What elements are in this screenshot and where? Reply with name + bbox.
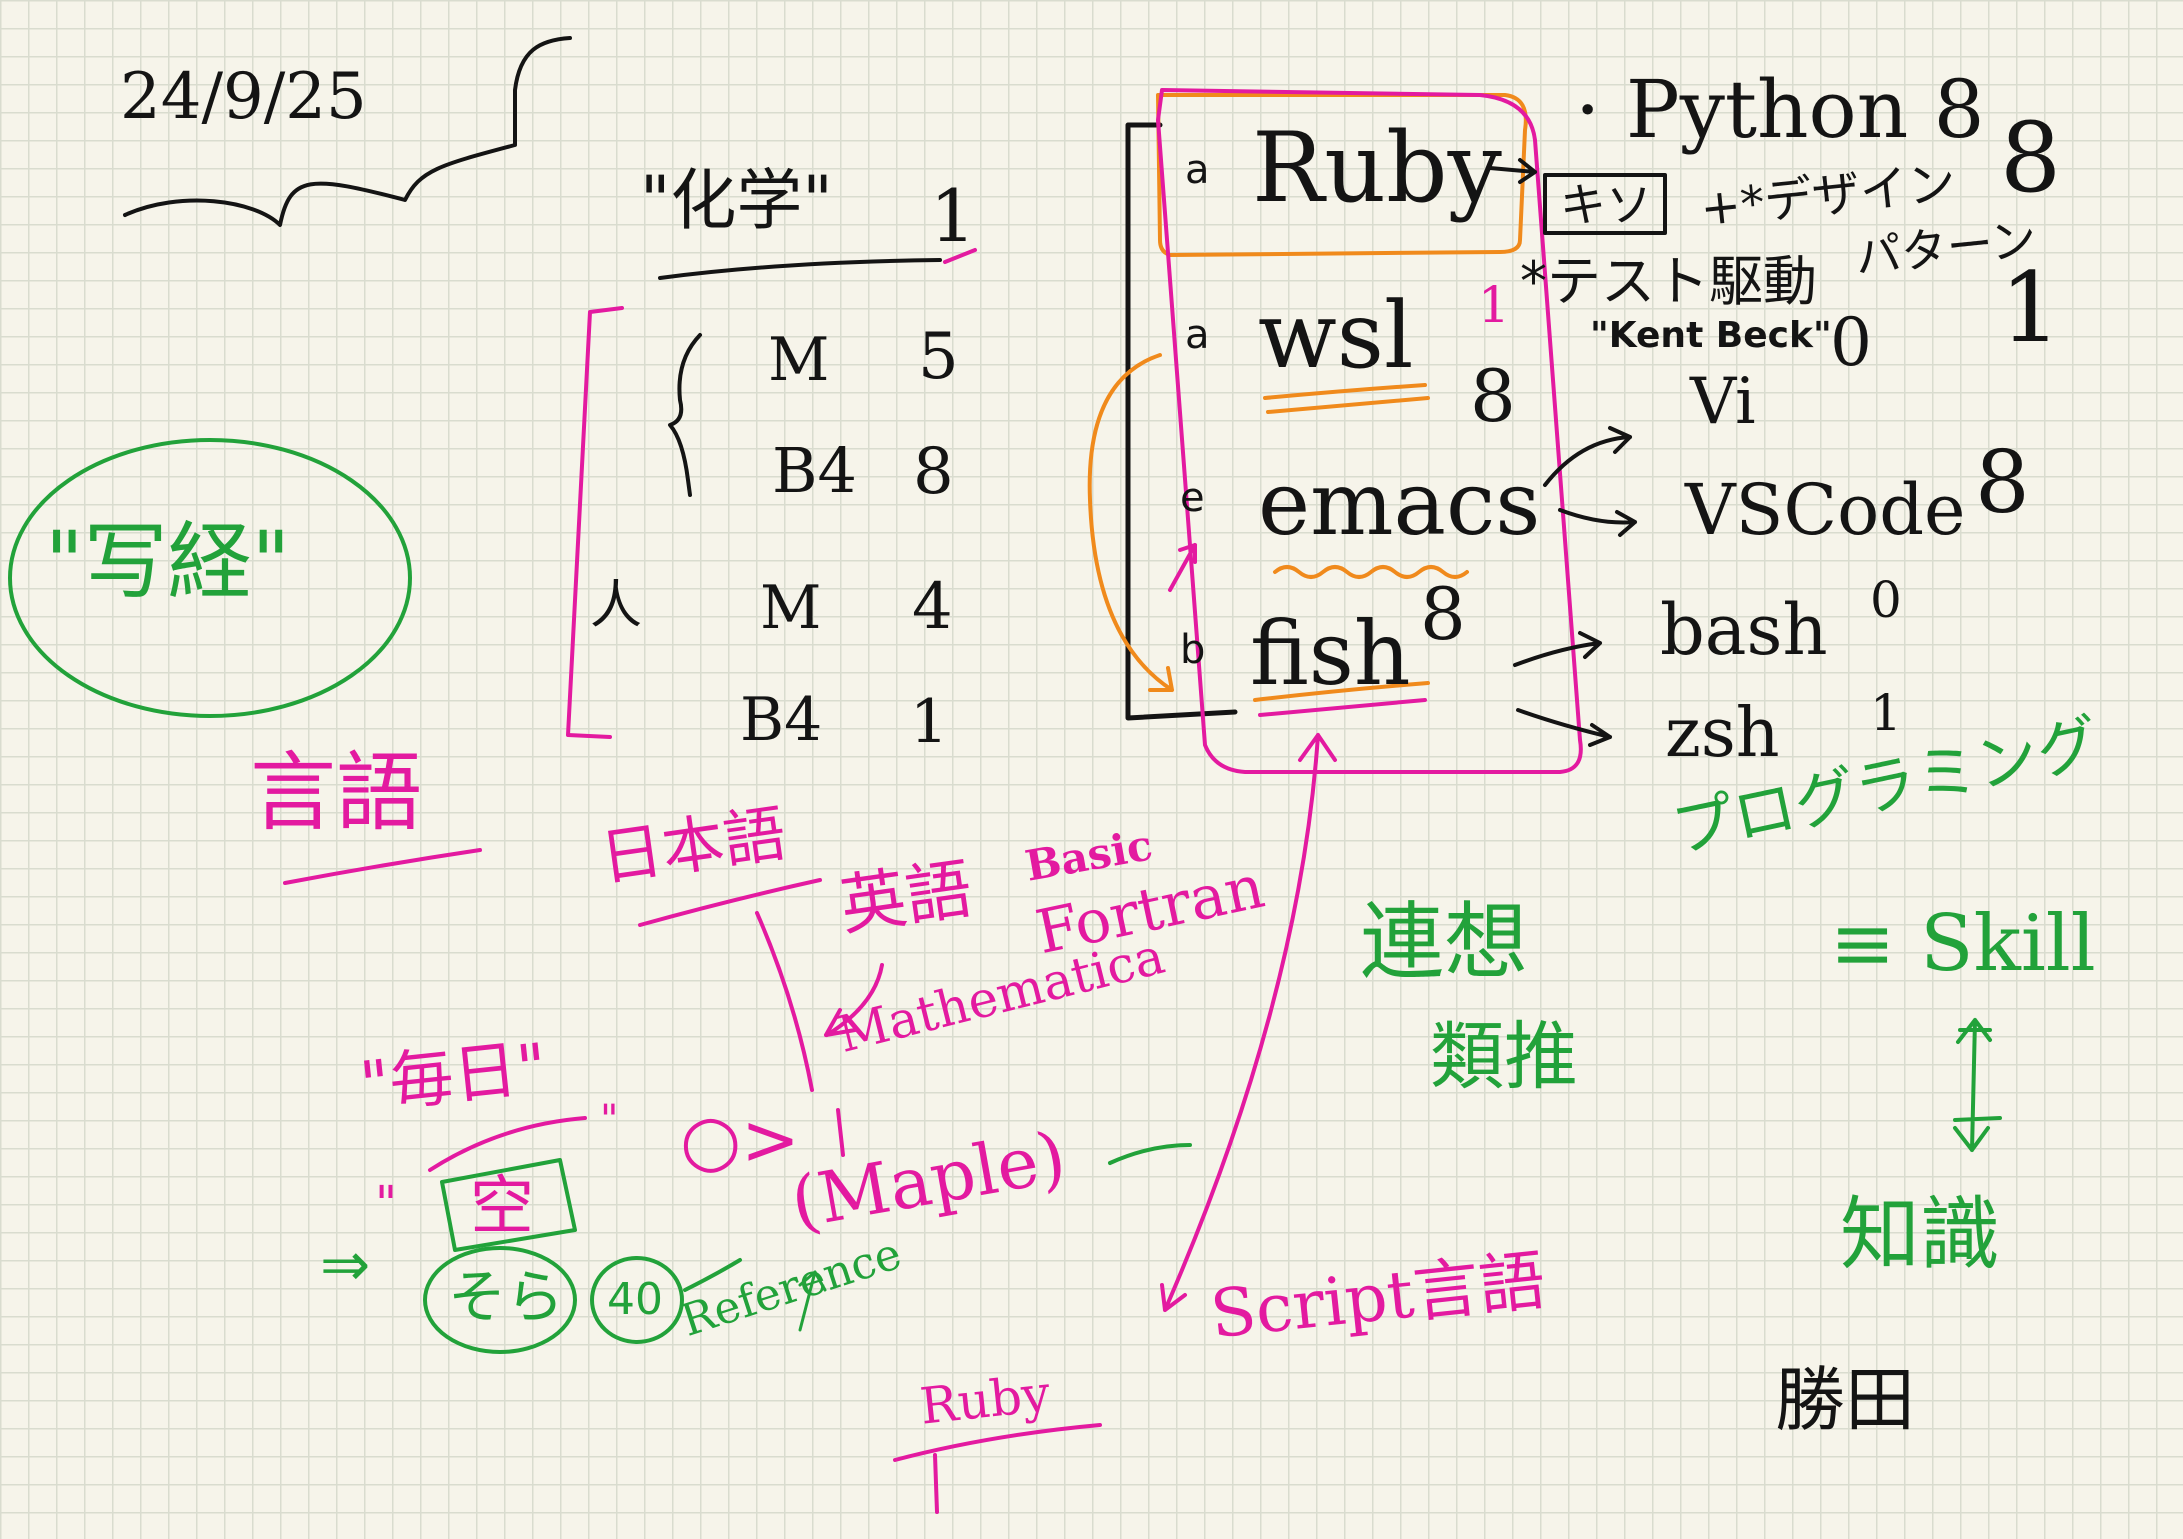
list-item-emacs: emacs [1258, 452, 1541, 555]
list-item-wsl: wsl [1258, 282, 1414, 389]
skill-label: ≡ Skill [1830, 899, 2096, 989]
nihongo-underline [638, 878, 822, 927]
wsl-one: 1 [1478, 276, 1510, 334]
shakyo-label: "写経" [45, 513, 291, 611]
forty-tail [683, 1258, 742, 1292]
sora-kana: そら [448, 1263, 565, 1331]
vi-label: Vi [1690, 365, 1756, 439]
pink-short-arrow [1168, 543, 1197, 592]
emacs-branch-arrows [1543, 426, 1637, 537]
maple-dash [1108, 1143, 1192, 1165]
mainichi-label: "毎日" [356, 1030, 551, 1124]
eigo-arrow [824, 963, 884, 1037]
list-frame [1125, 122, 1238, 721]
kagaku-count: 1 [930, 174, 976, 258]
ruby-bottom-label: Ruby [917, 1364, 1053, 1436]
reference-arrow [798, 1270, 827, 1332]
vscode-label: VSCode [1685, 469, 1966, 551]
sora-arrow-left: ⇒ [320, 1230, 371, 1300]
right-one: 1 [2000, 252, 2062, 364]
vscode-eight: 8 [1975, 433, 2030, 533]
list-bullet-fish: b [1180, 627, 1206, 673]
ruisui-label: 類推 [1430, 1014, 1578, 1100]
table-score-1: 5 [918, 320, 959, 394]
ruby-underline [893, 1423, 1102, 1514]
date: 24/9/25 [120, 60, 367, 134]
maple-bar [836, 1108, 845, 1157]
kiso-label: キソ [1560, 178, 1652, 232]
emacs-wavy-underline [1273, 565, 1469, 579]
table-score-3: 4 [912, 570, 953, 644]
circle-gt: ○> [680, 1099, 800, 1181]
date-brace [123, 36, 572, 227]
rensou-label: 連想 [1360, 893, 1529, 991]
sora-box [440, 1158, 577, 1252]
skill-knowledge-arrow [1953, 1018, 2002, 1152]
shakyo-ellipse [8, 438, 412, 718]
wsl-underline [1263, 383, 1430, 414]
table-subject-2: B4 [772, 434, 858, 507]
gengo-label: 言語 [250, 743, 422, 843]
fish-eight: 8 [1420, 572, 1466, 656]
test-driven: *テスト駆動 [1520, 250, 1817, 313]
kent-zero: 0 [1830, 304, 1872, 381]
table-subject-1: M [768, 325, 830, 395]
forty-label: 40 [607, 1274, 663, 1325]
fish-underline [1253, 681, 1430, 702]
zsh-label: zsh [1665, 694, 1780, 773]
orange-loop-arrow [1087, 353, 1174, 692]
python-label: · Python 8 [1575, 63, 1985, 156]
bash-label: bash [1660, 589, 1828, 671]
kiso-box [1543, 173, 1667, 235]
zsh-arrow [1516, 708, 1612, 747]
mainichi-trail-quote: " [600, 1097, 619, 1143]
list-magenta-box [1156, 88, 1583, 774]
kagaku-underline [658, 258, 942, 280]
list-bullet-emacs: e [1180, 475, 1205, 521]
chishiki-label: 知識 [1840, 1188, 2000, 1281]
table-bracket [566, 306, 624, 739]
bash-arrow [1513, 631, 1602, 667]
table-curly-brace [668, 333, 702, 497]
eigo-label: 英語 [835, 850, 977, 945]
mainichi-underline [428, 1116, 587, 1172]
fish-script-arrow [1160, 733, 1337, 1312]
kagaku-title: "化学" [640, 162, 833, 239]
sora-kanji: 空 [470, 1170, 534, 1244]
author-name: 勝田 [1775, 1359, 1915, 1441]
list-item-fish: fish [1250, 602, 1411, 705]
table-score-4: 1 [910, 687, 949, 757]
sora-kana-circle [423, 1246, 577, 1354]
nihongo-arrow [755, 911, 814, 1092]
table-subject-4: B4 [740, 685, 823, 755]
ruby-orange-box [1156, 93, 1528, 257]
list-item-ruby: Ruby [1252, 112, 1502, 224]
zsh-one: 1 [1870, 684, 1902, 742]
ruby-arrow [1488, 158, 1537, 184]
table-subject-3: M [760, 573, 822, 643]
list-bullet-ruby: a [1185, 147, 1210, 193]
gengo-underline [283, 848, 482, 885]
kent-beck: "Kent Beck" [1590, 315, 1832, 356]
sora-left-quote: " [375, 1176, 398, 1232]
list-bullet-wsl: a [1185, 312, 1210, 358]
kagaku-pink-mark [943, 248, 977, 264]
table-side-label: 人 [590, 576, 643, 636]
forty-circle [590, 1256, 684, 1344]
table-score-2: 8 [913, 435, 954, 509]
python-right-eight: 8 [2000, 102, 2062, 214]
wsl-eight: 8 [1470, 354, 1516, 438]
bash-zero: 0 [1870, 571, 1902, 629]
fish-pink-underline [1258, 698, 1427, 717]
